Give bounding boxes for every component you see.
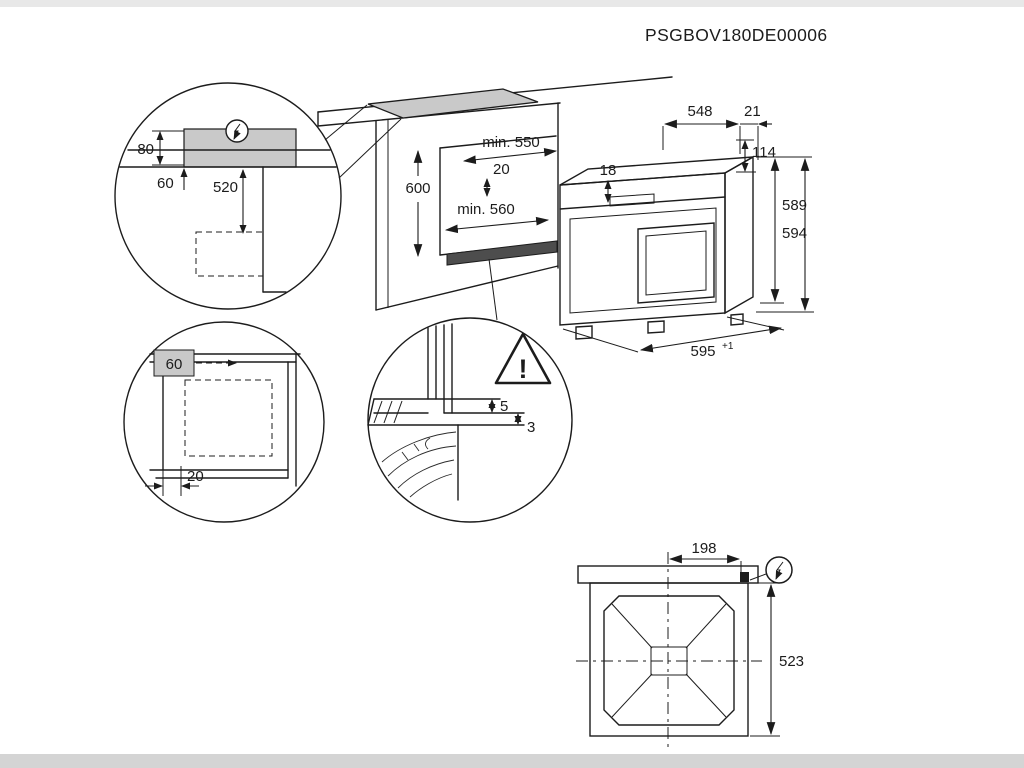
oven-isometric: 548 21 18 114 589 594 xyxy=(559,103,814,360)
dim-18: 18 xyxy=(600,162,617,203)
svg-text:60: 60 xyxy=(157,175,174,192)
terminal-box xyxy=(740,572,749,582)
cabinet-cutaway: 600 min. 550 20 min. 560 xyxy=(317,76,673,321)
svg-text:!: ! xyxy=(519,354,528,384)
document-code: PSGBOV180DE00006 xyxy=(645,25,828,45)
dim-60-corner: 60 xyxy=(166,356,237,373)
dim-min-550: min. 550 xyxy=(462,134,558,165)
rear-view: 198 523 xyxy=(576,540,804,748)
svg-text:198: 198 xyxy=(691,540,716,557)
corner-detail: 60 20 xyxy=(123,321,325,523)
worktop-strip-detail: 80 60 520 xyxy=(114,82,402,310)
svg-text:3: 3 xyxy=(527,419,535,436)
svg-text:520: 520 xyxy=(213,179,238,196)
dim-80: 80 xyxy=(137,130,184,166)
cooktop-cutout-shading xyxy=(367,88,539,119)
svg-text:min. 560: min. 560 xyxy=(457,201,515,218)
svg-text:600: 600 xyxy=(405,180,430,197)
dim-548: 548 xyxy=(662,103,741,154)
dim-21: 21 xyxy=(740,103,772,160)
svg-text:18: 18 xyxy=(600,162,617,179)
plinth-vent-shading xyxy=(446,240,558,266)
dim-20-back: 20 xyxy=(483,161,510,197)
svg-text:min. 550: min. 550 xyxy=(482,134,540,151)
letterbox-bottom xyxy=(0,754,1024,768)
dim-520: 520 xyxy=(213,169,247,234)
dim-min-560: min. 560 xyxy=(444,201,550,234)
svg-text:114: 114 xyxy=(752,144,776,161)
svg-text:594: 594 xyxy=(782,225,807,242)
dim-20-corner: 20 xyxy=(145,466,204,496)
ventilation-gap-detail: ! 5 3 xyxy=(367,317,573,523)
svg-text:21: 21 xyxy=(744,103,761,120)
dim-595: 595 +1 xyxy=(562,316,785,360)
dim-3: 3 xyxy=(514,413,535,436)
dim-523: 523 xyxy=(750,582,804,737)
dim-60: 60 xyxy=(157,168,188,192)
dim-600: 600 xyxy=(405,149,431,258)
svg-text:60: 60 xyxy=(166,356,183,373)
dim-114: 114 xyxy=(736,139,776,173)
svg-text:589: 589 xyxy=(782,197,807,214)
svg-text:523: 523 xyxy=(779,653,804,670)
svg-text:548: 548 xyxy=(687,103,712,120)
svg-text:20: 20 xyxy=(187,468,204,485)
svg-text:595: 595 xyxy=(690,343,715,360)
letterbox-top xyxy=(0,0,1024,7)
dim-594: 594 xyxy=(756,157,814,313)
svg-text:+1: +1 xyxy=(722,341,734,352)
warning-icon: ! xyxy=(494,332,552,385)
dim-60-highlight xyxy=(153,349,195,377)
svg-text:80: 80 xyxy=(137,141,154,158)
dim-198: 198 xyxy=(668,540,742,572)
wood-grain xyxy=(381,431,457,498)
svg-text:20: 20 xyxy=(493,161,510,178)
svg-text:5: 5 xyxy=(500,398,508,415)
power-connection-icon-rear xyxy=(749,556,793,584)
power-connection-icon xyxy=(225,119,249,143)
dim-5: 5 xyxy=(488,398,508,415)
